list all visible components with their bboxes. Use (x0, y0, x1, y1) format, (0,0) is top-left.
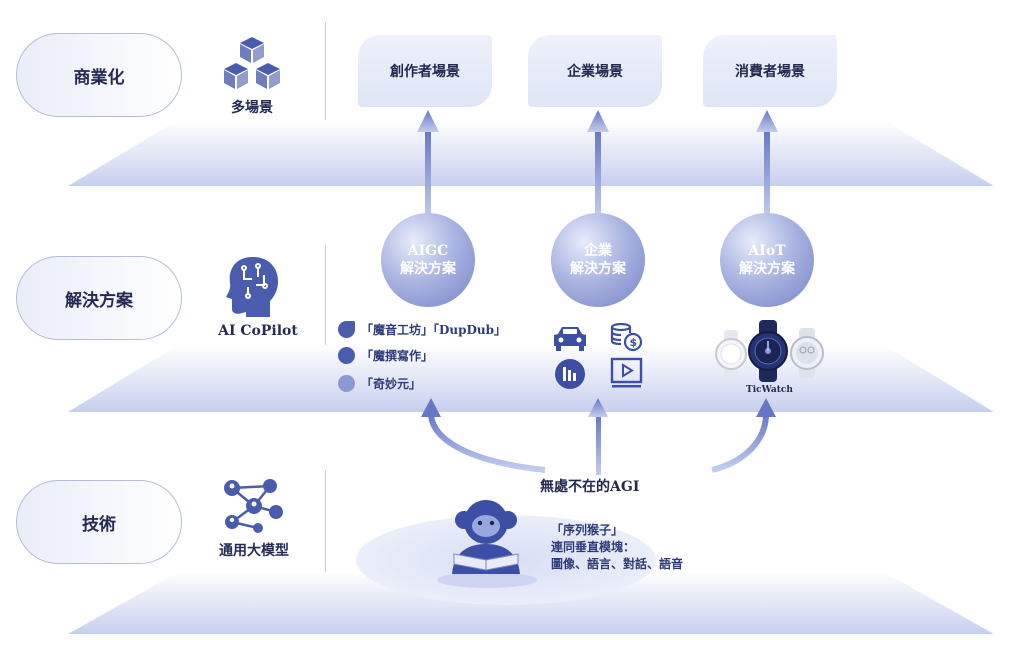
scenario-label: 企業場景 (567, 64, 623, 80)
coins-icon: $ (609, 322, 643, 352)
product-label: 「奇妙元」 (361, 377, 422, 391)
layer-solution-label: 解決方案 (65, 290, 133, 311)
scenario-label: 創作者場景 (390, 64, 460, 80)
watch-white-icon (714, 330, 748, 378)
cubes-icon (220, 35, 284, 93)
curved-arrow-left (428, 413, 546, 473)
solution-line1: AIoT (748, 242, 786, 259)
solution-icon-label: AI CoPilot (218, 323, 298, 339)
layer-tech-pill: 技術 (16, 480, 182, 564)
layer-commercial-pill: 商業化 (16, 33, 182, 117)
model-description: 「序列猴子」 連同垂直模塊： 圖像、語言、對話、語音 (551, 522, 683, 573)
scenario-card-enterprise: 企業場景 (528, 35, 662, 107)
agi-title: 無處不在的AGI (540, 479, 640, 495)
layer-solution-pill: 解決方案 (16, 256, 182, 340)
solution-line1: AIGC (407, 242, 449, 259)
model-subtitle: 連同垂直模塊： (551, 540, 636, 554)
aigc-product-item: 「魔音工坊」「DupDub」 (338, 321, 506, 338)
curved-arrow-right (711, 413, 769, 473)
layer-commercial-label: 商業化 (73, 67, 125, 88)
platform-commercial (68, 120, 994, 190)
ai-head-icon (224, 255, 282, 319)
watch-navy-icon (748, 320, 788, 382)
product-label: 「魔音工坊」「DupDub」 (361, 323, 507, 337)
tech-icon-label: 通用大模型 (219, 543, 289, 559)
solution-line1: 企業 (584, 242, 612, 259)
chart-icon (554, 358, 586, 390)
svg-text:$: $ (630, 336, 638, 349)
solution-line2: 解決方案 (400, 261, 456, 277)
scenario-card-consumer: 消費者場景 (703, 35, 837, 107)
model-name: 「序列猴子」 (551, 523, 624, 537)
scenario-card-creator: 創作者場景 (358, 35, 492, 107)
divider-line (325, 22, 326, 132)
watch-brand-label: TicWatch (746, 385, 793, 395)
solution-sphere-aiot: AIoT 解決方案 (720, 213, 814, 307)
solution-line2: 解決方案 (570, 261, 626, 277)
moyin-app-icon (338, 321, 355, 338)
layer-tech-label: 技術 (82, 514, 116, 535)
monkey-mascot-icon (432, 494, 542, 590)
network-people-icon (220, 476, 286, 534)
model-modalities: 圖像、語言、對話、語音 (551, 557, 684, 571)
platform-solution (68, 345, 994, 415)
qimiaoyuan-app-icon (338, 375, 355, 392)
scenario-label: 消費者場景 (735, 64, 805, 80)
aigc-product-item: 「奇妙元」 (338, 375, 421, 392)
mozhuan-app-icon (338, 347, 355, 364)
solution-sphere-enterprise: 企業 解決方案 (551, 213, 645, 307)
car-icon (552, 324, 588, 352)
product-label: 「魔撰寫作」 (361, 349, 434, 363)
divider-line (325, 245, 326, 355)
commercial-icon-label: 多場景 (231, 100, 273, 116)
solution-sphere-aigc: AIGC 解決方案 (381, 213, 475, 307)
play-icon (610, 357, 643, 389)
aigc-product-item: 「魔撰寫作」 (338, 347, 433, 364)
divider-line (325, 470, 326, 580)
watch-silver-icon (788, 328, 826, 378)
solution-line2: 解決方案 (739, 261, 795, 277)
